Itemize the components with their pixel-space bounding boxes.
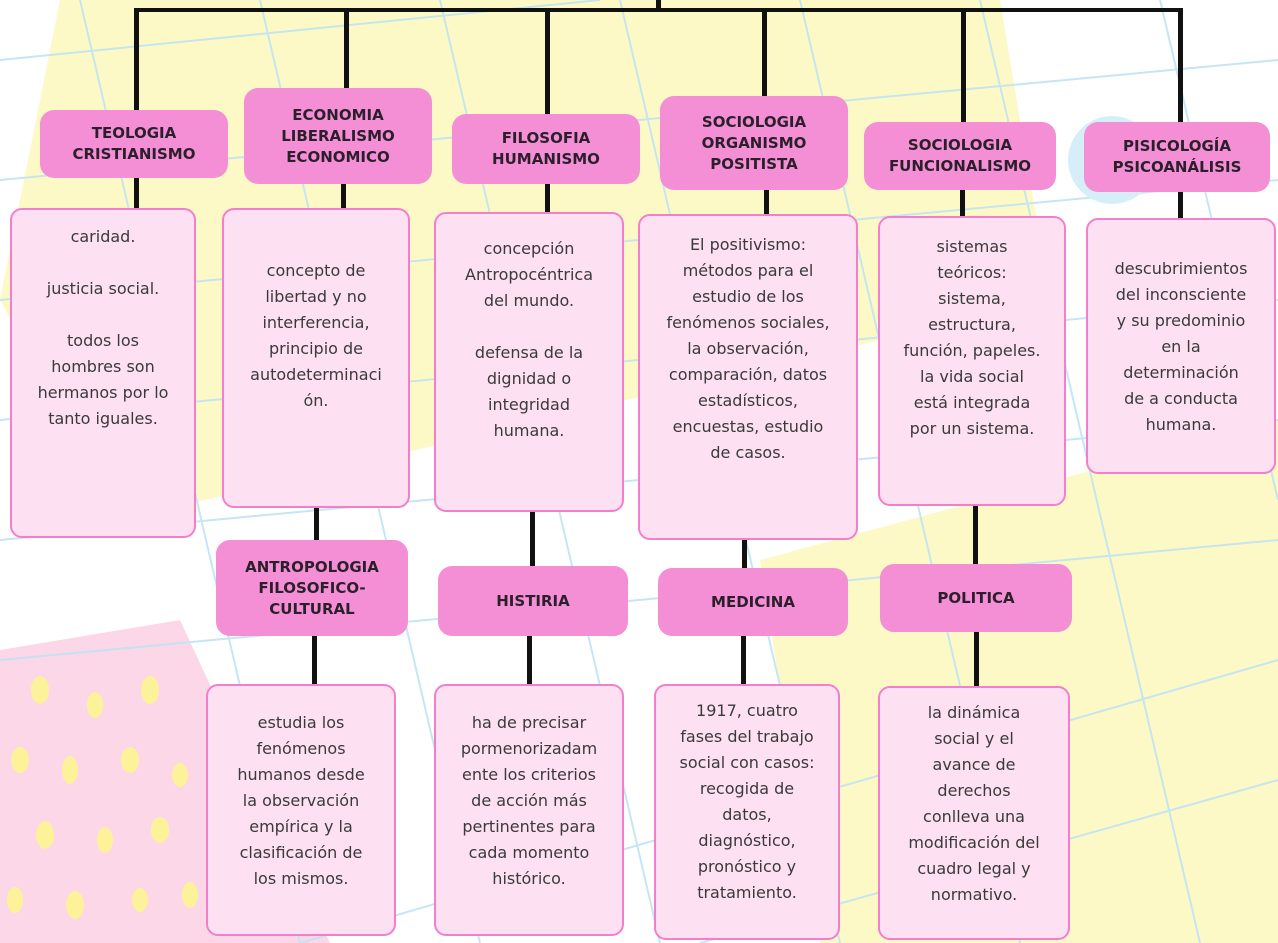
top-connector-bar xyxy=(136,8,1180,12)
connector-economia xyxy=(344,8,349,90)
connector-funcionalismo-politica xyxy=(973,504,978,566)
connector-historia-box xyxy=(527,634,532,686)
connector-filosofia-box xyxy=(545,182,550,216)
box-medicina: 1917, cuatro fases del trabajo social co… xyxy=(654,684,840,940)
header-antropologia: ANTROPOLOGIA FILOSOFICO- CULTURAL xyxy=(216,540,408,636)
connector-psicologia xyxy=(1178,8,1183,124)
box-psicologia: descubrimientos del inconsciente y su pr… xyxy=(1086,218,1276,474)
box-economia: concepto de libertad y no interferencia,… xyxy=(222,208,410,508)
box-sociologia-funcionalismo: sistemas teóricos: sistema, estructura, … xyxy=(878,216,1066,506)
box-sociologia-organismo: El positivismo: métodos para el estudio … xyxy=(638,214,858,540)
header-sociologia-funcionalismo: SOCIOLOGIA FUNCIONALISMO xyxy=(864,122,1056,190)
header-historia: HISTIRIA xyxy=(438,566,628,636)
box-antropologia: estudia los fenómenos humanos desde la o… xyxy=(206,684,396,936)
connector-antropologia-box xyxy=(312,634,317,686)
connector-sociologia-organismo xyxy=(762,8,767,100)
box-historia: ha de precisar pormenorizadam ente los c… xyxy=(434,684,624,936)
box-filosofia: concepción Antropocéntrica del mundo. de… xyxy=(434,212,624,512)
header-economia: ECONOMIA LIBERALISMO ECONOMICO xyxy=(244,88,432,184)
connector-economia-box xyxy=(341,182,346,212)
header-psicologia: PISICOLOGÍA PSICOANÁLISIS xyxy=(1084,122,1270,192)
connector-filosofia-historia xyxy=(530,510,535,568)
connector-sociologia-medicina xyxy=(742,538,747,570)
connector-medicina-box xyxy=(741,634,746,686)
box-teologia: caridad. justicia social. todos los homb… xyxy=(10,208,196,538)
connector-psicologia-box xyxy=(1178,190,1183,220)
connector-teologia-box xyxy=(134,176,139,212)
connector-sociologia-funcionalismo xyxy=(961,8,966,124)
connector-sociologia-funcionalismo-box xyxy=(960,188,965,220)
header-filosofia: FILOSOFIA HUMANISMO xyxy=(452,114,640,184)
connector-economia-antropologia xyxy=(314,506,319,544)
connector-root xyxy=(656,0,661,10)
connector-teologia xyxy=(134,8,139,114)
header-medicina: MEDICINA xyxy=(658,568,848,636)
connector-politica-box xyxy=(974,632,979,688)
header-teologia: TEOLOGIA CRISTIANISMO xyxy=(40,110,228,178)
connector-filosofia xyxy=(545,8,550,118)
connector-sociologia-organismo-box xyxy=(764,188,769,218)
header-sociologia-organismo: SOCIOLOGIA ORGANISMO POSITISTA xyxy=(660,96,848,190)
box-politica: la dinámica social y el avance de derech… xyxy=(878,686,1070,940)
header-politica: POLITICA xyxy=(880,564,1072,632)
